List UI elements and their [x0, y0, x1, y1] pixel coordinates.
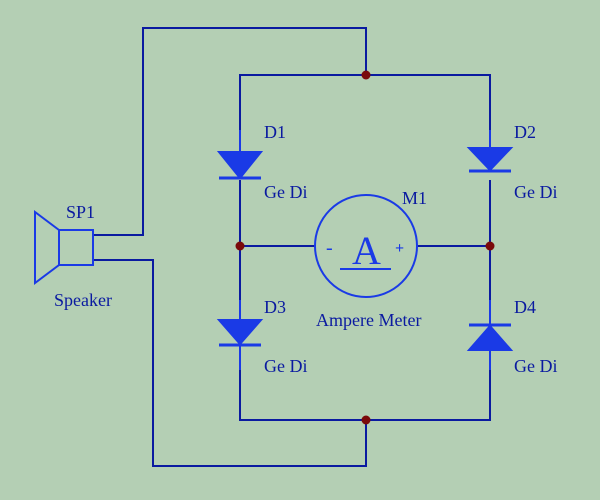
diode-d1	[216, 130, 264, 180]
d2-value-label: Ge Di	[514, 182, 558, 202]
speaker-symbol	[34, 210, 94, 285]
d1-value-label: Ge Di	[264, 182, 308, 202]
d1-triangle	[216, 151, 264, 180]
wire-bottom-rail	[239, 370, 491, 421]
diode-d2	[466, 130, 514, 173]
speaker-cone	[34, 210, 60, 285]
meter-minus: -	[326, 237, 333, 259]
ampere-meter	[314, 194, 418, 298]
junction-right	[485, 241, 495, 251]
d1-ref-label: D1	[264, 122, 286, 142]
junction-left	[235, 241, 245, 251]
junction-bottom	[361, 415, 371, 425]
d2-ref-label: D2	[514, 122, 536, 142]
meter-plus: +	[395, 240, 404, 257]
wires	[93, 27, 491, 467]
diode-d3	[216, 300, 264, 370]
d4-value-label: Ge Di	[514, 356, 558, 376]
speaker-ref-label: SP1	[66, 202, 95, 222]
meter-value-label: Ampere Meter	[316, 310, 421, 330]
d3-ref-label: D3	[264, 297, 286, 317]
speaker-body	[58, 229, 94, 266]
speaker-value-label: Speaker	[54, 290, 112, 310]
junction-top	[361, 70, 371, 80]
wire-speaker-bottom	[93, 259, 367, 467]
diode-d4	[466, 300, 514, 370]
d3-triangle	[216, 319, 264, 346]
d3-value-label: Ge Di	[264, 356, 308, 376]
wire-speaker-top	[93, 27, 367, 236]
d2-triangle	[466, 147, 514, 172]
meter-symbol: A	[352, 228, 381, 273]
d4-ref-label: D4	[514, 297, 536, 317]
junctions	[235, 70, 495, 425]
d4-triangle	[466, 324, 514, 351]
meter-circle	[314, 194, 418, 298]
meter-ref-label: M1	[402, 188, 427, 208]
